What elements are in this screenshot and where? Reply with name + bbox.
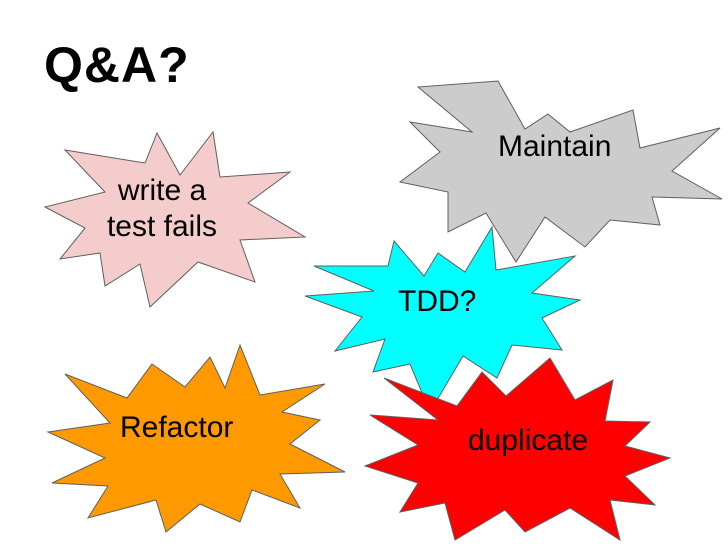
burst-label-refactor: Refactor (120, 410, 233, 446)
burst-label-line: test fails (106, 210, 218, 243)
burst-label-maintain: Maintain (498, 129, 611, 165)
burst-label-line: TDD? (398, 285, 477, 318)
burst-label-tdd: TDD? (398, 284, 476, 320)
burst-label-duplicate: duplicate (468, 423, 588, 459)
burst-label-write-a-test-fails: write a test fails (92, 173, 232, 245)
burst-refactor (46, 343, 346, 533)
burst-label-line: Maintain (498, 130, 612, 163)
burst-duplicate (363, 357, 672, 542)
burst-write-a-test-fails (43, 130, 307, 308)
burst-label-line: write a (117, 174, 207, 207)
burst-maintain (398, 80, 723, 263)
slide-title: Q&A? (44, 37, 190, 93)
burst-label-line: Refactor (120, 411, 234, 444)
burst-label-line: duplicate (468, 424, 589, 457)
burst-tdd (304, 225, 582, 414)
